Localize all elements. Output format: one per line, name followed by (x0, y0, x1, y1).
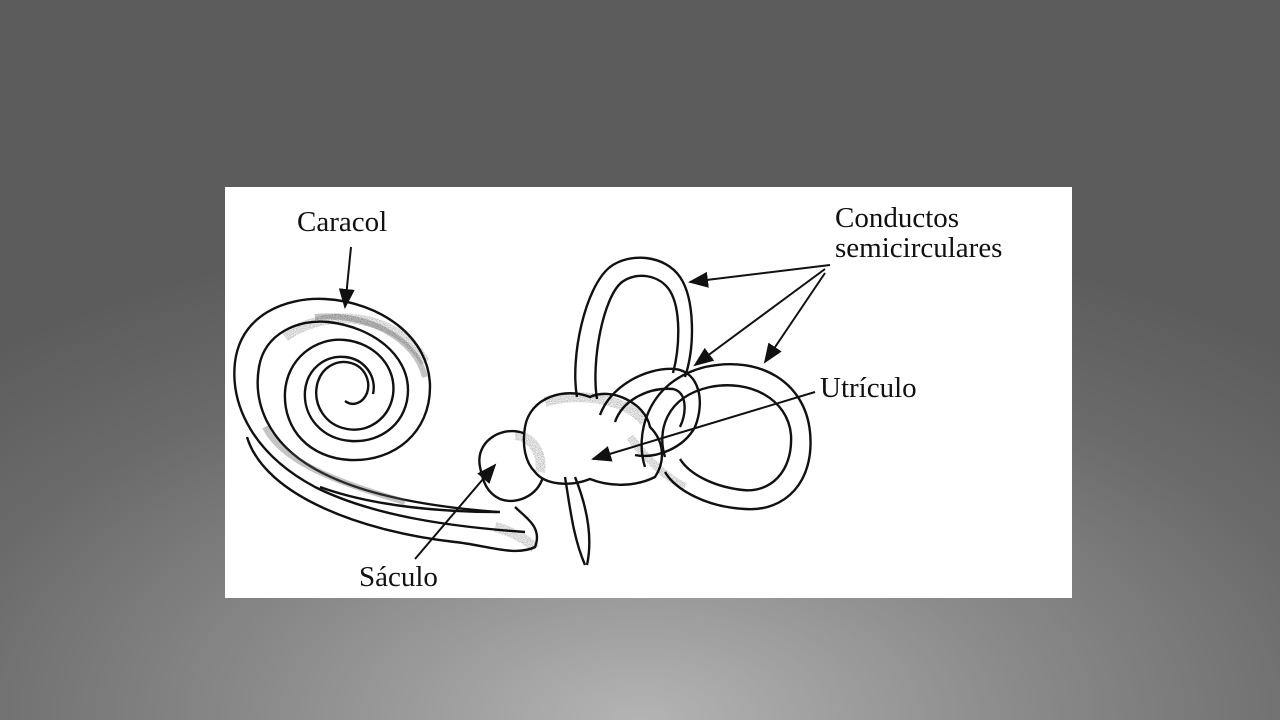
cochlear-duct (245, 436, 539, 553)
label-utriculo: Utrículo (820, 372, 917, 404)
label-saculo: Sáculo (359, 561, 438, 593)
pointer-arrows (338, 246, 831, 560)
cochlea-shape (233, 297, 526, 534)
inner-ear-figure: Caracol Conductos semicirculares Utrícul… (225, 187, 1072, 598)
label-caracol: Caracol (297, 206, 388, 238)
label-conductos-line1: Conductos (835, 202, 960, 234)
inner-ear-drawing (233, 246, 831, 566)
utricle-shape (522, 392, 664, 566)
cochlea-duct-shading (262, 313, 428, 505)
arrow-conductos-1 (688, 264, 831, 288)
arrow-conductos-2 (693, 268, 826, 367)
arrow-saculo (414, 463, 497, 560)
label-conductos-line2: semicirculares (835, 232, 1003, 264)
arrow-conductos-3 (763, 272, 826, 364)
arrow-utriculo (591, 391, 816, 462)
label-conductos-semicirculares: Conductos semicirculares (835, 203, 1002, 263)
arrow-caracol (338, 246, 355, 309)
stipple-shading (282, 313, 687, 553)
